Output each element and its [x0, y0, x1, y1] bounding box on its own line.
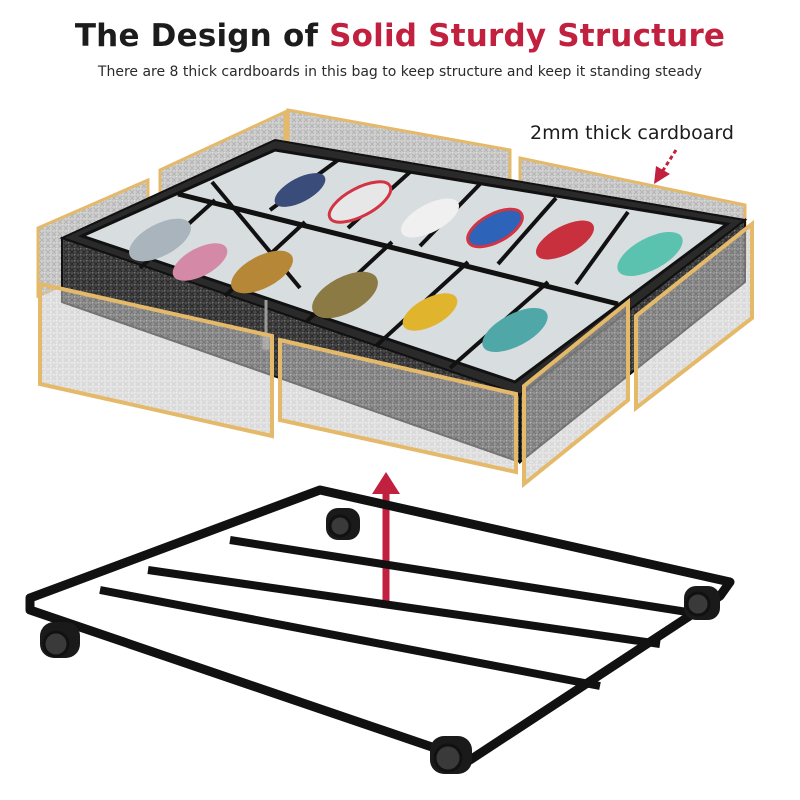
shoe-olive	[312, 271, 378, 319]
subheadline: There are 8 thick cardboards in this bag…	[97, 64, 703, 80]
callout-arrow	[654, 149, 678, 184]
frame-bar-3	[229, 536, 701, 618]
lift-arrow	[372, 472, 400, 606]
shoe-white	[400, 198, 460, 238]
shoe-pink	[172, 243, 228, 281]
headline-highlight: Solid Sturdy Structure	[329, 18, 726, 54]
shoe-teal-back	[617, 231, 683, 277]
shoe-brown	[231, 250, 293, 294]
shoes	[129, 173, 683, 353]
wheel-back-right	[684, 586, 720, 620]
wheel-back-left	[326, 508, 360, 540]
shoe-red-white	[327, 180, 393, 224]
wheel-front-left	[40, 622, 80, 658]
front-cardboard-panels	[38, 219, 754, 489]
cardboard-panel-front-center	[278, 337, 518, 475]
rolling-frame	[25, 485, 735, 765]
caster-wheels	[40, 508, 720, 774]
headline-prefix: The Design of	[74, 18, 330, 54]
frame-outer	[25, 485, 735, 765]
shoe-yellow	[402, 293, 458, 331]
frame-bar-2	[147, 566, 661, 648]
shoe-navy	[274, 173, 326, 207]
shoe-blue-red	[466, 207, 524, 249]
storage-bag	[59, 138, 748, 465]
cardboard-panel-front-left	[38, 281, 274, 439]
callout-label: 2mm thick cardboard	[530, 122, 734, 144]
shoe-red	[535, 220, 595, 260]
shoe-grey	[129, 218, 191, 262]
wheel-front-right	[430, 736, 472, 774]
shoe-teal-front	[482, 307, 548, 353]
cardboard-panel-front-right-b	[634, 219, 754, 413]
cardboard-panel-front-right-a	[522, 297, 630, 489]
frame-bar-1	[99, 586, 601, 690]
headline: The Design of Solid Sturdy Structure	[0, 18, 800, 54]
